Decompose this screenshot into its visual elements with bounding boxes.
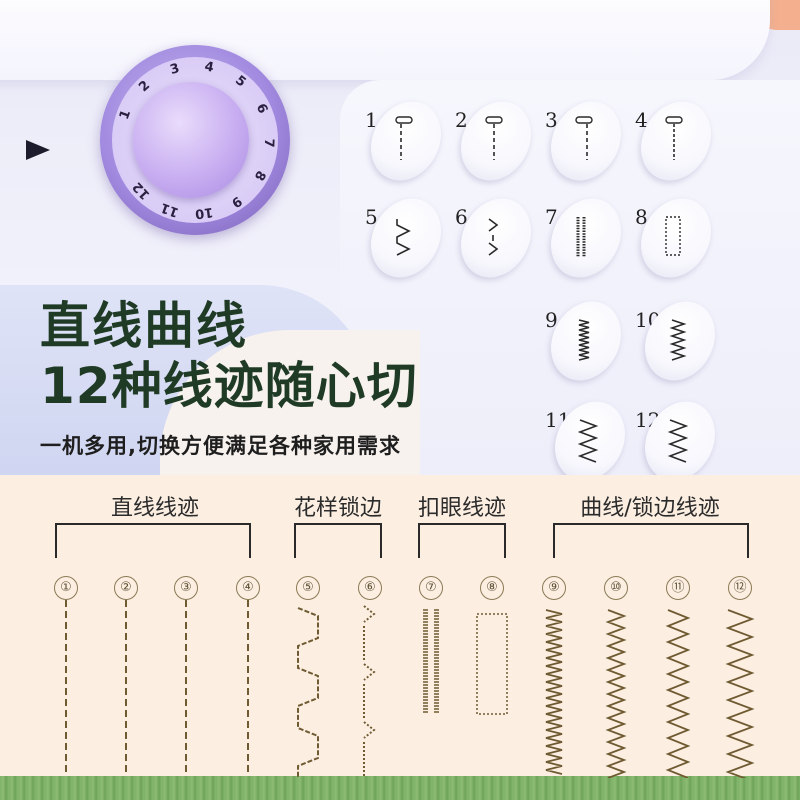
group-bracket-curve xyxy=(553,523,749,558)
subheadline: 一机多用,切换方便满足各种家用需求 xyxy=(40,434,401,458)
stitch-number-1: ① xyxy=(54,576,78,600)
stitch-pattern-6 xyxy=(363,605,376,778)
group-bracket-decorative xyxy=(294,523,382,558)
stitch-number-12: ⑫ xyxy=(728,576,752,600)
stitch-button-number: 5 xyxy=(365,205,378,229)
straight-left-stitch-icon xyxy=(389,114,419,164)
stitch-number-7: ⑦ xyxy=(419,576,443,600)
stitch-button-number: 4 xyxy=(635,108,648,132)
stitch-pattern-12 xyxy=(725,609,755,778)
straight-right-stitch-icon xyxy=(569,114,599,164)
zigzag-wide-stitch-icon xyxy=(573,414,603,464)
zigzag-medium-stitch-icon xyxy=(663,314,693,364)
stitch-number-10: ⑩ xyxy=(604,576,628,600)
zigzag-wide-2-stitch-icon xyxy=(663,414,693,464)
stitch-number-9: ⑨ xyxy=(542,576,566,600)
dial-knob[interactable] xyxy=(133,82,249,198)
stitch-pattern-7 xyxy=(423,609,439,713)
stitch-patterns xyxy=(65,600,755,778)
group-label-straight: 直线线迹 xyxy=(110,496,199,521)
straight-triple-stitch-icon xyxy=(659,114,689,164)
stitch-number-8: ⑧ xyxy=(480,576,504,600)
stitch-button-number: 9 xyxy=(545,308,558,332)
machine-top-edge xyxy=(0,0,770,80)
group-label-decorative: 花样锁边 xyxy=(293,496,382,521)
zigzag-dense-stitch-icon xyxy=(569,314,599,364)
pointer-arrow-icon xyxy=(26,140,50,160)
stitch-button-number: 3 xyxy=(545,108,558,132)
stitch-button-number: 7 xyxy=(545,205,558,229)
stitch-button-number: 2 xyxy=(455,108,468,132)
stitch-chart-section xyxy=(0,475,800,800)
grass-strip xyxy=(0,776,800,800)
dial-number: 7 xyxy=(260,137,277,148)
stitch-button-number: 1 xyxy=(365,108,378,132)
buttonhole-box-stitch-icon xyxy=(659,211,689,261)
stitch-pattern-10 xyxy=(605,609,627,778)
stitch-pattern-9 xyxy=(545,609,563,775)
stitch-button-number: 6 xyxy=(455,205,468,229)
stitch-pattern-5 xyxy=(297,607,319,778)
stitch-number-2: ② xyxy=(114,576,138,600)
group-bracket-straight xyxy=(55,523,251,558)
group-bracket-buttonhole xyxy=(418,523,506,558)
group-label-curve: 曲线/锁边线迹 xyxy=(580,496,720,521)
stitch-number-5: ⑤ xyxy=(296,576,320,600)
group-label-buttonhole: 扣眼线迹 xyxy=(417,496,506,521)
stitch-number-4: ④ xyxy=(236,576,260,600)
straight-center-stitch-icon xyxy=(479,114,509,164)
stitch-pattern-8 xyxy=(476,613,508,715)
blind-hem-stitch-icon xyxy=(389,211,419,261)
stitch-number-3: ③ xyxy=(174,576,198,600)
stitch-button-number: 8 xyxy=(635,205,648,229)
headline-line-2: 12种线迹随心切 xyxy=(40,357,418,415)
headline-line-1: 直线曲线 xyxy=(40,297,248,355)
stitch-number-11: ⑪ xyxy=(666,576,690,600)
stitch-pattern-11 xyxy=(665,609,691,778)
elastic-blind-stitch-icon xyxy=(479,211,509,261)
dial-number: 10 xyxy=(194,204,214,222)
stitch-number-6: ⑥ xyxy=(358,576,382,600)
buttonhole-narrow-stitch-icon xyxy=(569,211,599,261)
